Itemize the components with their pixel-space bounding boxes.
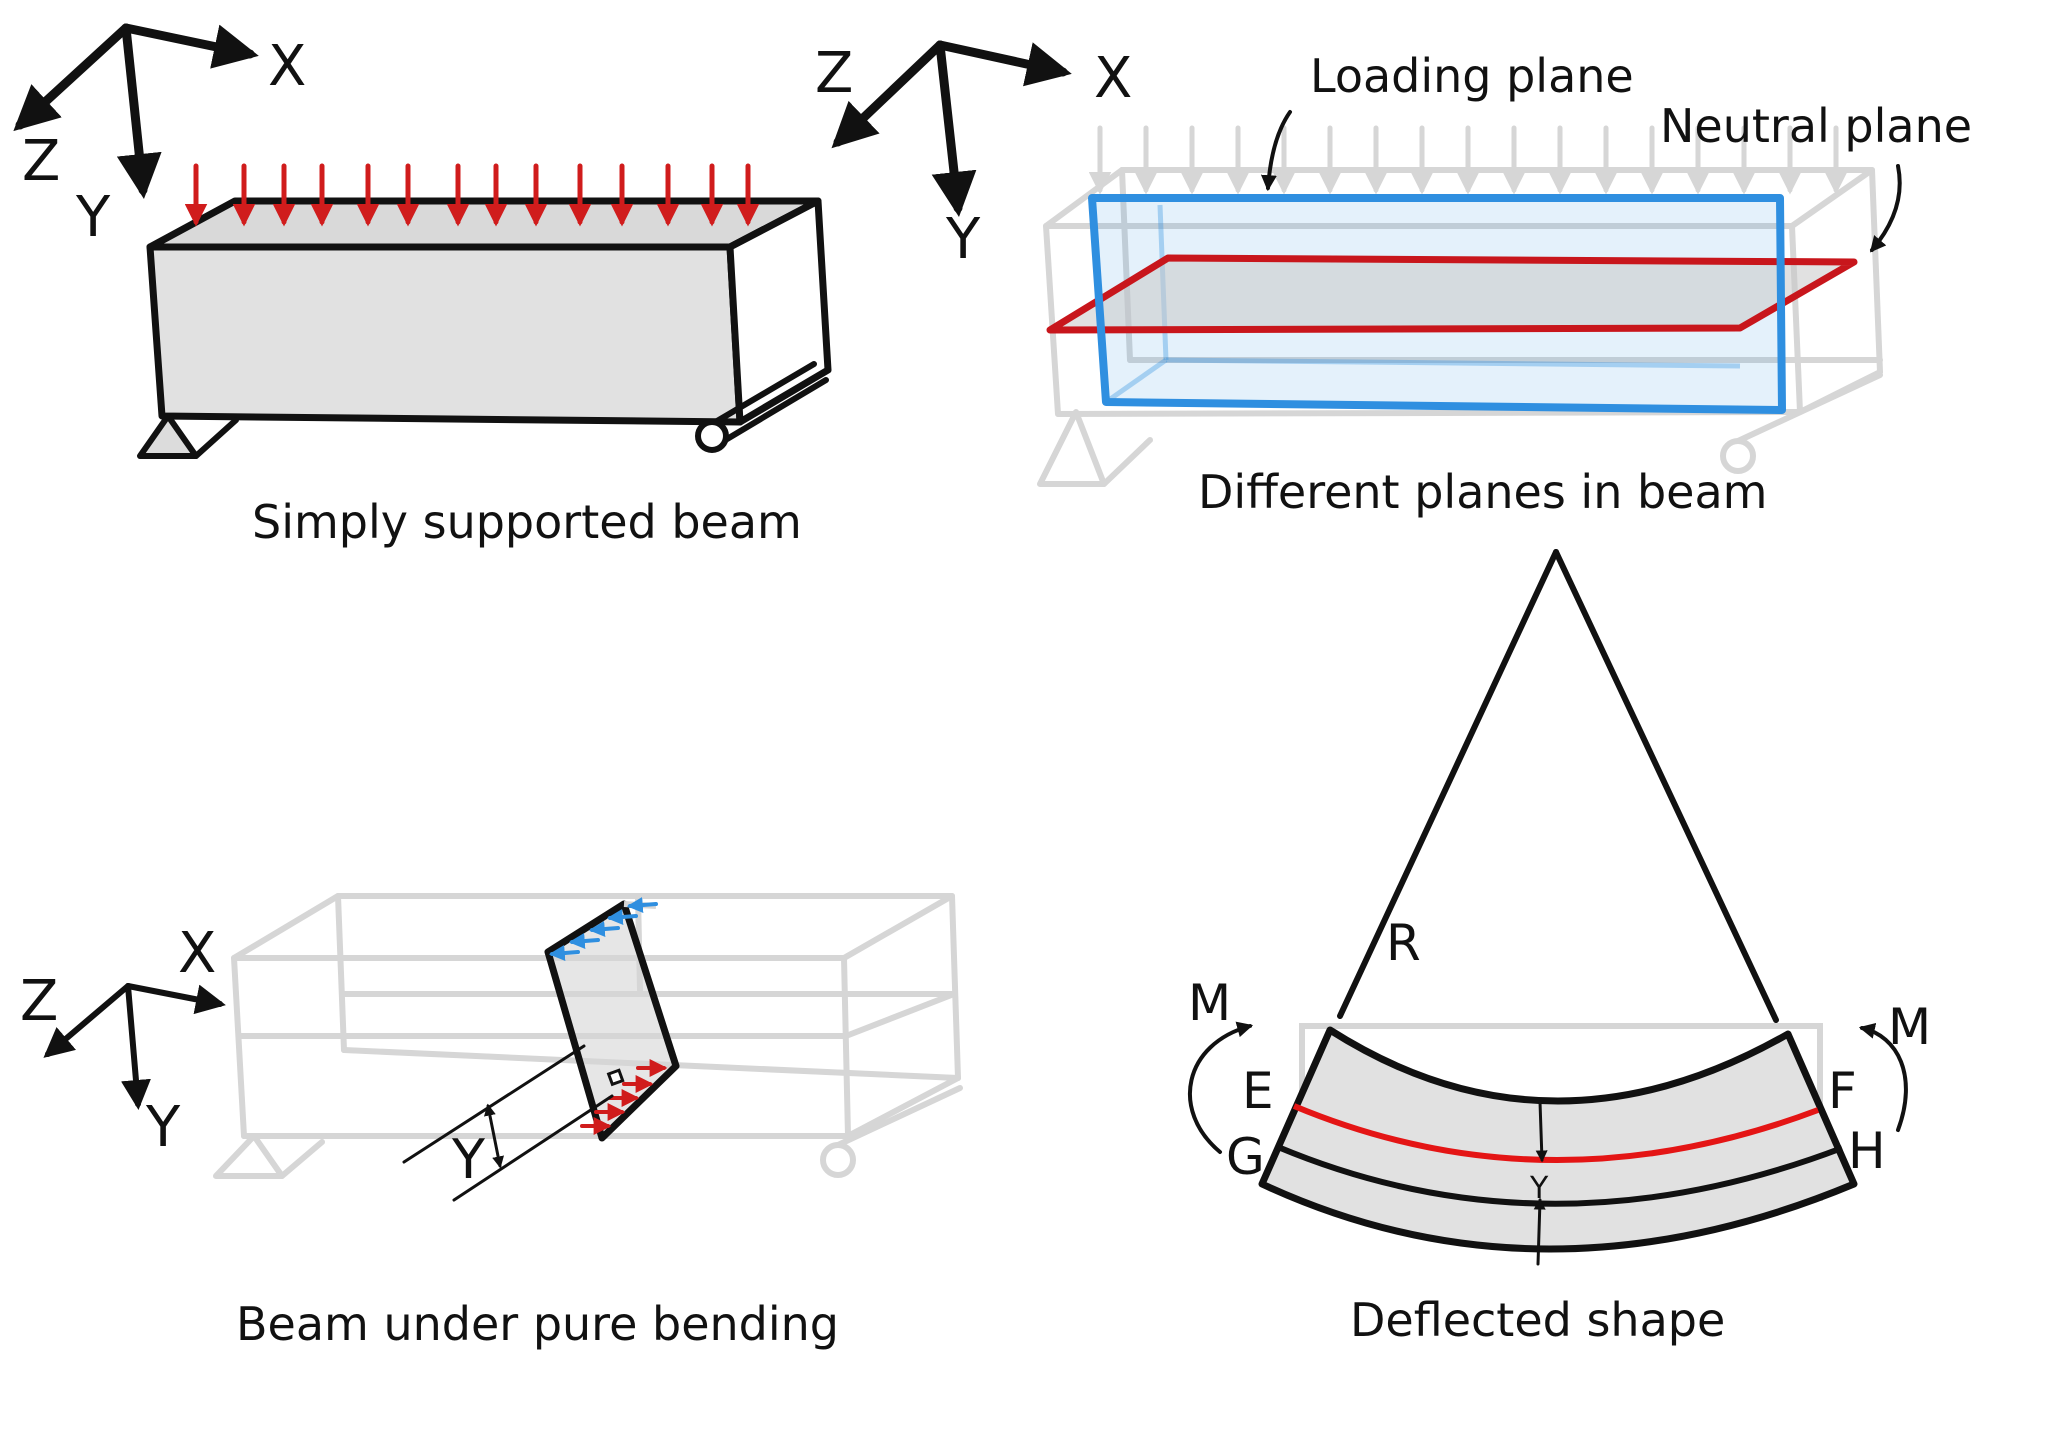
caption-planes: Different planes in beam xyxy=(1198,465,1767,519)
loading-plane-outline xyxy=(1088,194,1786,414)
neutral-plane-pointer xyxy=(1869,164,1902,253)
x-axis-label: X xyxy=(268,34,306,99)
panel-simply-supported: X Z Y Simply supported beam xyxy=(13,23,832,549)
loading-plane-back-edge xyxy=(1165,357,1741,369)
line-gh xyxy=(1276,1144,1844,1207)
beam-front-face xyxy=(146,243,744,426)
z-axis-arrow xyxy=(43,983,131,1058)
axis-triad-2: X Z Y xyxy=(815,40,1132,272)
faint-beam-edge xyxy=(231,955,247,1139)
faint-pin xyxy=(1037,409,1107,487)
faint-roller-line xyxy=(1735,372,1883,444)
dimension-arrow-up xyxy=(1533,1197,1546,1266)
z-axis-label: Z xyxy=(815,41,853,106)
loading-plane-label: Loading plane xyxy=(1310,49,1634,103)
caption-deflected: Deflected shape xyxy=(1350,1293,1725,1347)
x-axis-arrow xyxy=(125,983,226,1015)
beam-top-face xyxy=(146,197,822,251)
section-plane xyxy=(544,900,680,1142)
x-axis-arrow xyxy=(121,23,259,69)
faint-pin xyxy=(213,1133,285,1179)
section-element xyxy=(544,900,680,1142)
compressive-stress-arrow xyxy=(626,897,658,913)
y-axis-label: Y xyxy=(945,207,981,272)
compressive-stress-arrow xyxy=(548,945,580,961)
caption-pure-bending: Beam under pure bending xyxy=(236,1297,839,1351)
radius-line-left xyxy=(1337,549,1559,1019)
compressive-stress-arrow xyxy=(588,921,620,937)
neutral-axis-ef xyxy=(1292,1103,1820,1163)
pin-support-1 xyxy=(137,413,239,459)
faint-roller-line xyxy=(835,1085,963,1148)
point-label-h: H xyxy=(1848,1122,1886,1180)
point-label-e: E xyxy=(1242,1062,1274,1120)
x-axis-label: X xyxy=(1094,46,1132,111)
z-axis-label: Z xyxy=(22,129,60,194)
beam-1 xyxy=(146,197,832,426)
y-axis-arrow xyxy=(931,40,977,217)
dimension-extension-line xyxy=(402,1044,586,1164)
faint-beam-edge xyxy=(845,1075,961,1139)
radius-label: R xyxy=(1386,914,1421,972)
dimension-label: Y xyxy=(1529,1171,1549,1206)
neutral-plane xyxy=(1046,254,1858,334)
compressive-stress-arrow xyxy=(606,909,638,925)
roller-circle xyxy=(695,419,729,453)
loading-plane-pointer xyxy=(1260,110,1292,192)
faint-beam-edge xyxy=(335,893,347,1053)
point-label-f: F xyxy=(1828,1062,1857,1120)
y-dimension-4: Y xyxy=(1529,1100,1549,1266)
dimension-extension-line xyxy=(452,1094,614,1202)
dimension-arrow xyxy=(483,1103,505,1169)
axis-triad-3: X Z Y xyxy=(20,921,226,1160)
axis-triad-1: X Z Y xyxy=(13,23,306,250)
radius-lines xyxy=(1337,549,1779,1023)
panel-pure-bending: X Z Y Y Beam under pure bending xyxy=(20,893,963,1351)
moment-arrow-right xyxy=(1858,1022,1908,1132)
panel-deflected: Y R M M E F G H Deflected shape xyxy=(1187,549,1931,1347)
dimension-label: Y xyxy=(451,1128,486,1191)
neutral-plane-shape xyxy=(1046,254,1858,334)
z-axis-arrow xyxy=(13,23,131,132)
y-dimension-3: Y xyxy=(402,1044,614,1202)
z-axis-arrow xyxy=(831,40,945,149)
y-axis-arrow xyxy=(116,23,162,199)
faint-load-arrows xyxy=(1088,125,1848,195)
roller-top-line xyxy=(709,361,817,427)
faint-pin-base xyxy=(1101,437,1153,487)
neutral-plane-label: Neutral plane xyxy=(1660,99,1972,153)
y-axis-label: Y xyxy=(75,185,111,250)
y-axis-label: Y xyxy=(145,1095,181,1160)
z-axis-label: Z xyxy=(20,969,58,1034)
dimension-arrow-down xyxy=(1535,1100,1548,1163)
pin-base-line xyxy=(193,417,239,459)
faint-beam-edge xyxy=(1869,167,1883,375)
deflected-beam xyxy=(1258,1026,1858,1253)
faint-beam-edge xyxy=(949,893,961,1081)
faint-beam-edge xyxy=(843,991,957,1039)
radius-line-right xyxy=(1553,549,1779,1023)
moment-arrow-left xyxy=(1187,1021,1254,1154)
faint-pin-base xyxy=(279,1139,325,1179)
faint-beam-edge xyxy=(841,955,851,1139)
panel-planes: X Z Y Loading plan xyxy=(815,40,1972,519)
distributed-load-arrows xyxy=(184,163,760,227)
x-axis-arrow xyxy=(935,40,1072,87)
moment-label-left: M xyxy=(1188,974,1231,1032)
element-square xyxy=(606,1068,625,1087)
caption-simply-supported: Simply supported beam xyxy=(252,495,802,549)
moment-label-right: M xyxy=(1888,998,1931,1056)
x-axis-label: X xyxy=(178,921,216,986)
pin-triangle xyxy=(137,413,199,459)
compressive-stress-arrow xyxy=(568,933,600,949)
y-axis-arrow xyxy=(121,983,151,1110)
point-label-g: G xyxy=(1226,1128,1265,1186)
roller-support-1 xyxy=(695,361,829,453)
faint-roller xyxy=(820,1142,856,1178)
roller-bottom-line xyxy=(709,377,829,451)
loading-plane-back-edge xyxy=(1104,357,1168,405)
stress-arrows xyxy=(548,897,668,1135)
